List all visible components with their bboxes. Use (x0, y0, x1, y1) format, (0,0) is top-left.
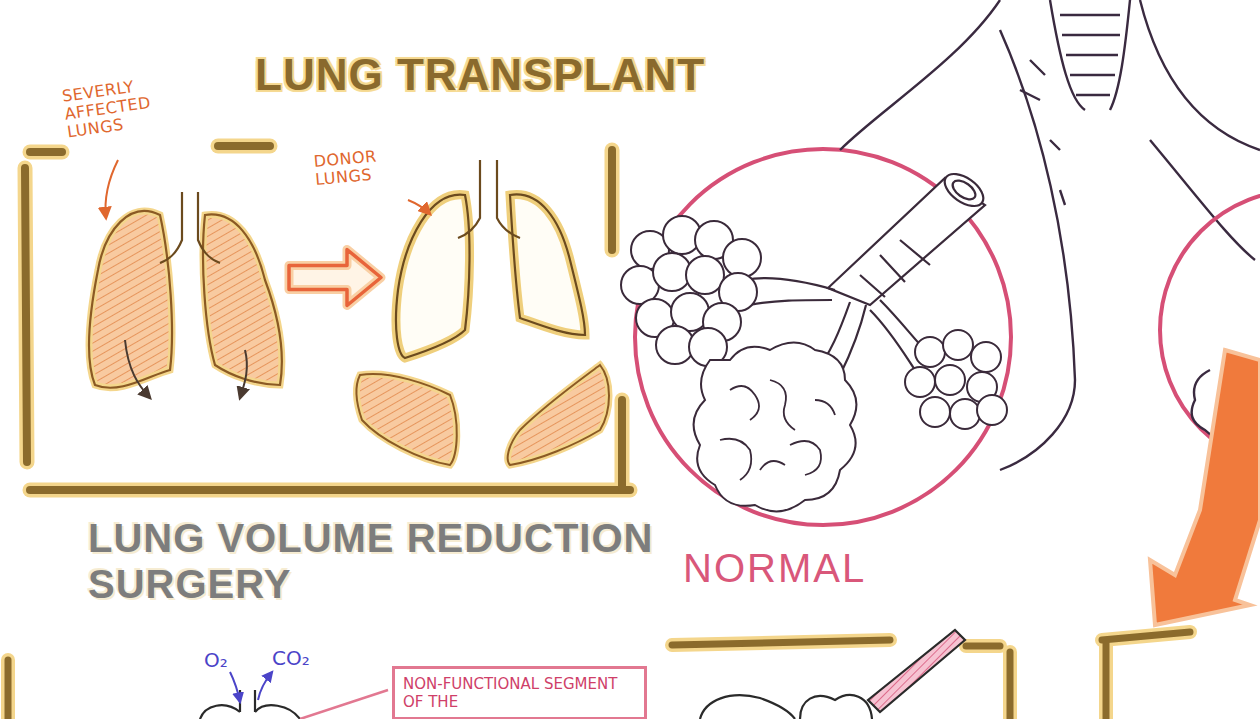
normal-alveoli (621, 149, 1011, 525)
callout-label: SEVERLY AFFECTED LUNGS (61, 71, 192, 142)
removed-lobes (356, 365, 609, 465)
affected-lungs: SEVERLY AFFECTED LUNGS (85, 190, 285, 400)
torso-drawing (840, 0, 1260, 470)
pink-leader (300, 690, 388, 719)
section-heading: LUNG VOLUME REDUCTION SURGERY (88, 515, 728, 607)
note-text: NON-FUNCTIONAL SEGMENT OF THE (403, 675, 636, 711)
note-box: NON-FUNCTIONAL SEGMENT OF THE (392, 666, 647, 719)
arrow-glow (289, 250, 381, 306)
transfer-arrow (289, 250, 381, 306)
o2-arrow (230, 672, 240, 702)
panel-bracket (25, 146, 630, 490)
diagram-title: LUNG TRANSPLANT (255, 50, 705, 100)
gas-label: O₂ (204, 648, 244, 672)
hand-with-pen (700, 630, 965, 719)
donor-lungs: DONOR LUNGS (385, 185, 600, 365)
callout-label: DONOR LUNGS (313, 144, 416, 188)
caption-label: NORMAL (683, 545, 943, 591)
orange-arrow (1150, 350, 1260, 625)
co2-arrow (258, 672, 272, 700)
affected-lungs-drawing (89, 160, 282, 398)
donor-lungs-drawing (396, 160, 585, 358)
arrow-outline (289, 250, 381, 306)
bottom-panels (8, 632, 1190, 719)
gas-label: CO₂ (272, 646, 332, 670)
alveolus-fragment (200, 690, 300, 719)
